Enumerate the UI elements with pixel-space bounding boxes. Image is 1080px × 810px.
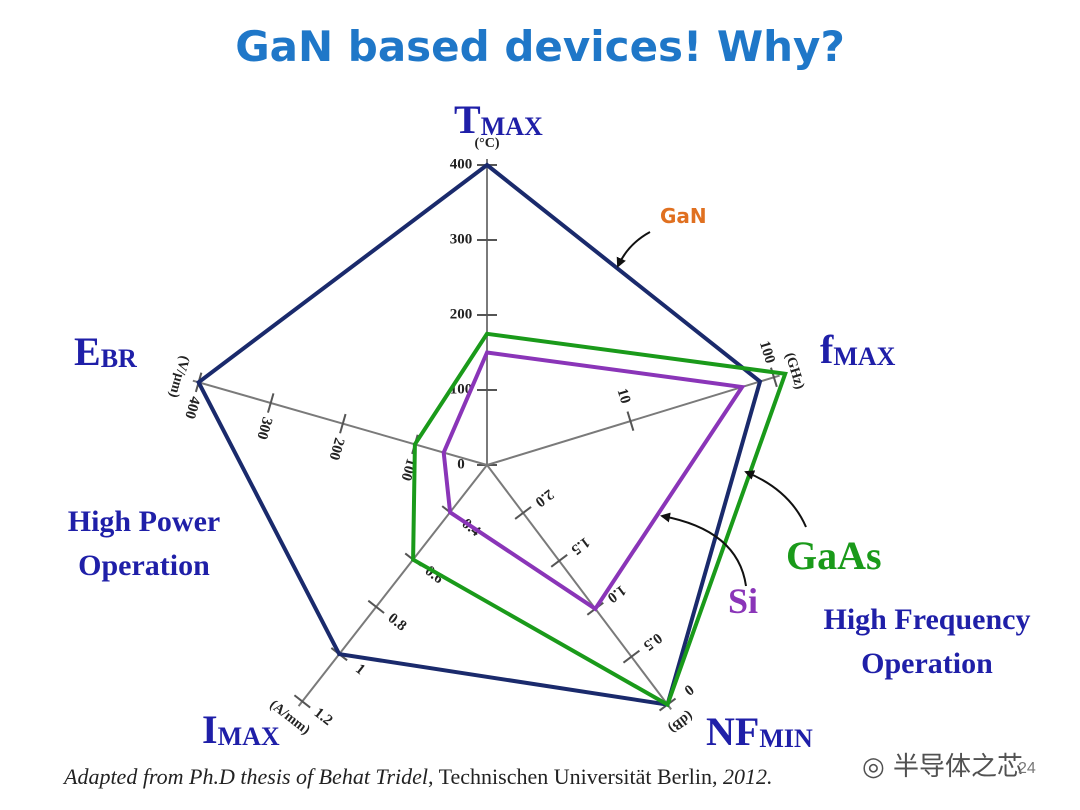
tick-label-nfmin: 0	[681, 681, 697, 698]
axis-tick-imax	[293, 694, 311, 709]
si-pointer-arrow	[660, 512, 747, 587]
axis-line-fmax	[486, 374, 780, 466]
high-power-note: High Power Operation	[67, 505, 221, 582]
credit-italic: Adapted from Ph.D thesis of Behat Tridel	[64, 764, 428, 789]
axis-tick-nfmin	[514, 506, 532, 520]
credit-year: 2012.	[722, 764, 773, 789]
tick-label-nfmin: 1.0	[604, 582, 629, 606]
series-si-polygon	[441, 350, 746, 612]
tick-label-ebr: 200	[325, 436, 347, 462]
gaas-pointer-arrow	[744, 470, 807, 528]
source-credit: Adapted from Ph.D thesis of Behat Tridel…	[64, 764, 772, 790]
axis-unit-ebr: (V/μm)	[165, 354, 191, 400]
credit-plain: , Technischen Universität Berlin,	[428, 764, 718, 789]
axis-line-nfmin	[486, 464, 672, 710]
gan-pointer-arrow	[616, 231, 651, 268]
axis-tick-ebr	[339, 413, 347, 434]
tick-label-ebr: 300	[253, 415, 275, 441]
axis-line-imax	[297, 464, 488, 707]
tick-label-nfmin: 1.5	[568, 534, 593, 558]
axis-label-tmax: TMAX	[454, 97, 543, 142]
tick-label-fmax: 100	[756, 339, 778, 365]
tick-label-imax: 1.2	[311, 705, 336, 729]
axis-unit-tmax: (°C)	[474, 136, 499, 151]
axis-tick-nfmin	[550, 554, 568, 568]
series-gan-polygon	[196, 162, 763, 707]
tick-label-imax: 1	[352, 661, 368, 678]
slide-title: GaN based devices! Why?	[235, 22, 845, 71]
axis-label-imax: IMAX	[202, 707, 280, 752]
tick-label-nfmin: 0.5	[640, 629, 665, 653]
axis-tick-nfmin	[622, 649, 641, 664]
series-label-si: Si	[728, 581, 759, 621]
tick-label-fmax: 10	[614, 387, 634, 406]
axis-tick-ebr	[266, 393, 275, 413]
axis-tick-imax	[367, 599, 385, 614]
tick-label-imax: 0.8	[385, 610, 410, 634]
series-gaas-polygon	[411, 331, 788, 708]
watermark: ◎ 半导体之芯	[862, 752, 1023, 782]
axis-label-fmax: fMAX	[820, 327, 896, 372]
tick-label-tmax: 400	[450, 156, 473, 172]
tick-label-tmax: 300	[450, 231, 473, 247]
axis-unit-fmax: (GHz)	[782, 351, 807, 391]
series-label-gaas: GaAs	[786, 533, 882, 578]
axis-label-nfmin: NFMIN	[706, 709, 813, 754]
tick-label-tmax: 0	[457, 456, 465, 472]
page-number: 24	[1018, 760, 1036, 777]
axis-unit-nfmin: (dB)	[665, 708, 695, 736]
axis-line-ebr	[192, 379, 488, 466]
axis-tick-fmax	[626, 411, 635, 431]
high-frequency-note: High Frequency Operation	[823, 603, 1031, 680]
axis-label-ebr: EBR	[74, 329, 137, 374]
series-label-gan: GaN	[660, 204, 707, 228]
tick-label-tmax: 200	[450, 306, 473, 322]
tick-label-nfmin: 2.0	[532, 486, 557, 510]
tick-label-ebr: 400	[181, 394, 203, 420]
